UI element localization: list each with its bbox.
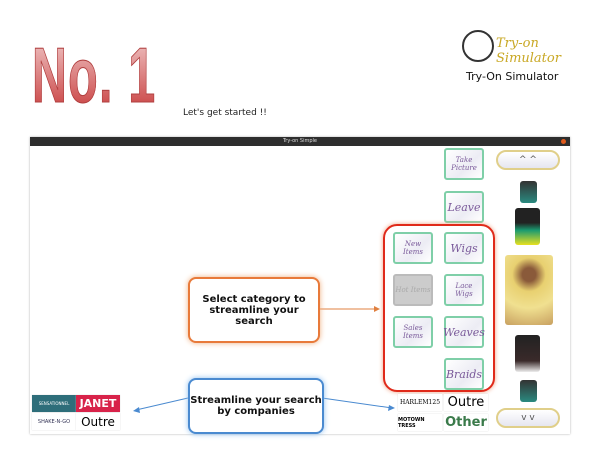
braids-button[interactable]: Braids — [444, 358, 484, 390]
slide-subtitle: Let's get started !! — [183, 108, 267, 118]
new-items-button[interactable]: New Items — [393, 232, 433, 264]
brand-harlem125[interactable]: HARLEM125 — [398, 394, 442, 411]
wig-thumbnail-selected[interactable] — [505, 255, 553, 325]
sales-items-button[interactable]: Sales Items — [393, 316, 433, 348]
wigs-button[interactable]: Wigs — [444, 232, 484, 264]
brand-motown-tress[interactable]: MOTOWN TRESS — [398, 414, 442, 431]
brand-title: Try-On Simulator — [466, 70, 559, 83]
brand-shake-n-go: SHAKE-N-GO — [32, 413, 76, 430]
hot-items-button[interactable]: Hot Items — [393, 274, 433, 306]
wig-thumbnail[interactable] — [515, 208, 540, 245]
take-picture-button[interactable]: Take Picture — [444, 148, 484, 180]
category-callout: Select category to streamline your searc… — [188, 277, 320, 343]
brand-outre: Outre — [76, 413, 120, 430]
window-title: Try-on Simple — [30, 137, 570, 146]
brand-sensationnel: SENSATIONNEL — [32, 395, 76, 412]
slide-number: No. 1 — [32, 31, 157, 119]
logo-icon — [462, 30, 494, 62]
scroll-up-button[interactable]: ^ ^ — [496, 150, 560, 170]
category-highlight — [383, 224, 495, 392]
brand-outre[interactable]: Outre — [444, 394, 488, 411]
brand-other[interactable]: Other — [444, 414, 488, 431]
wig-thumbnail[interactable] — [520, 181, 537, 203]
scroll-down-button[interactable]: v v — [496, 408, 560, 428]
lace-wigs-button[interactable]: Lace Wigs — [444, 274, 484, 306]
wig-thumbnail[interactable] — [520, 380, 537, 402]
brand-janet: JANET — [76, 395, 120, 412]
logo-text: Try-on Simulator — [496, 36, 561, 66]
weaves-button[interactable]: Weaves — [443, 316, 485, 348]
companies-callout: Streamline your search by companies — [188, 378, 324, 434]
close-icon[interactable] — [561, 139, 566, 144]
leave-button[interactable]: Leave — [444, 191, 484, 223]
wig-thumbnail[interactable] — [515, 335, 540, 372]
